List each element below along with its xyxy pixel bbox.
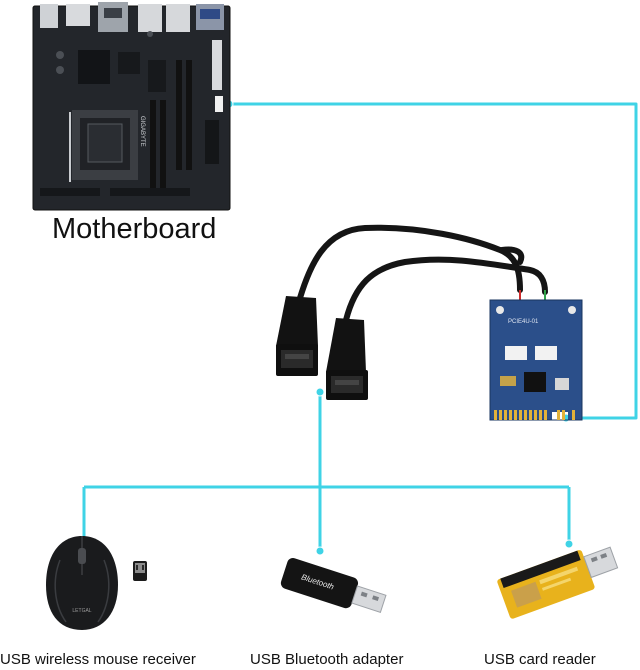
motherboard-label: Motherboard (52, 213, 217, 245)
mouse-icon: LETGAL (46, 536, 118, 630)
card-reader-icon (497, 546, 619, 619)
card-reader-label: USB card reader (484, 651, 596, 668)
motherboard-icon: GIGABYTE (32, 2, 231, 211)
bluetooth-adapter-label: USB Bluetooth adapter (250, 651, 404, 668)
usb-split-cable-icon (276, 224, 548, 400)
svg-text:LETGAL: LETGAL (72, 608, 91, 614)
mini-pcie-adapter-icon: PCIE4U-01 (489, 299, 583, 421)
motherboard-silk-text: GIGABYTE (139, 116, 145, 147)
cable-dot (315, 387, 325, 397)
motherboard-to-adapter-line (230, 102, 638, 420)
receiver-icon (133, 561, 147, 581)
card-reader-dot (564, 539, 574, 549)
adapter-silk-text: PCIE4U-01 (508, 319, 539, 325)
connector-lines (82, 102, 638, 550)
mouse-receiver-label: USB wireless mouse receiver (0, 651, 196, 668)
bluetooth-dongle-icon: Bluetooth (280, 558, 387, 614)
bluetooth-dot (315, 546, 325, 556)
